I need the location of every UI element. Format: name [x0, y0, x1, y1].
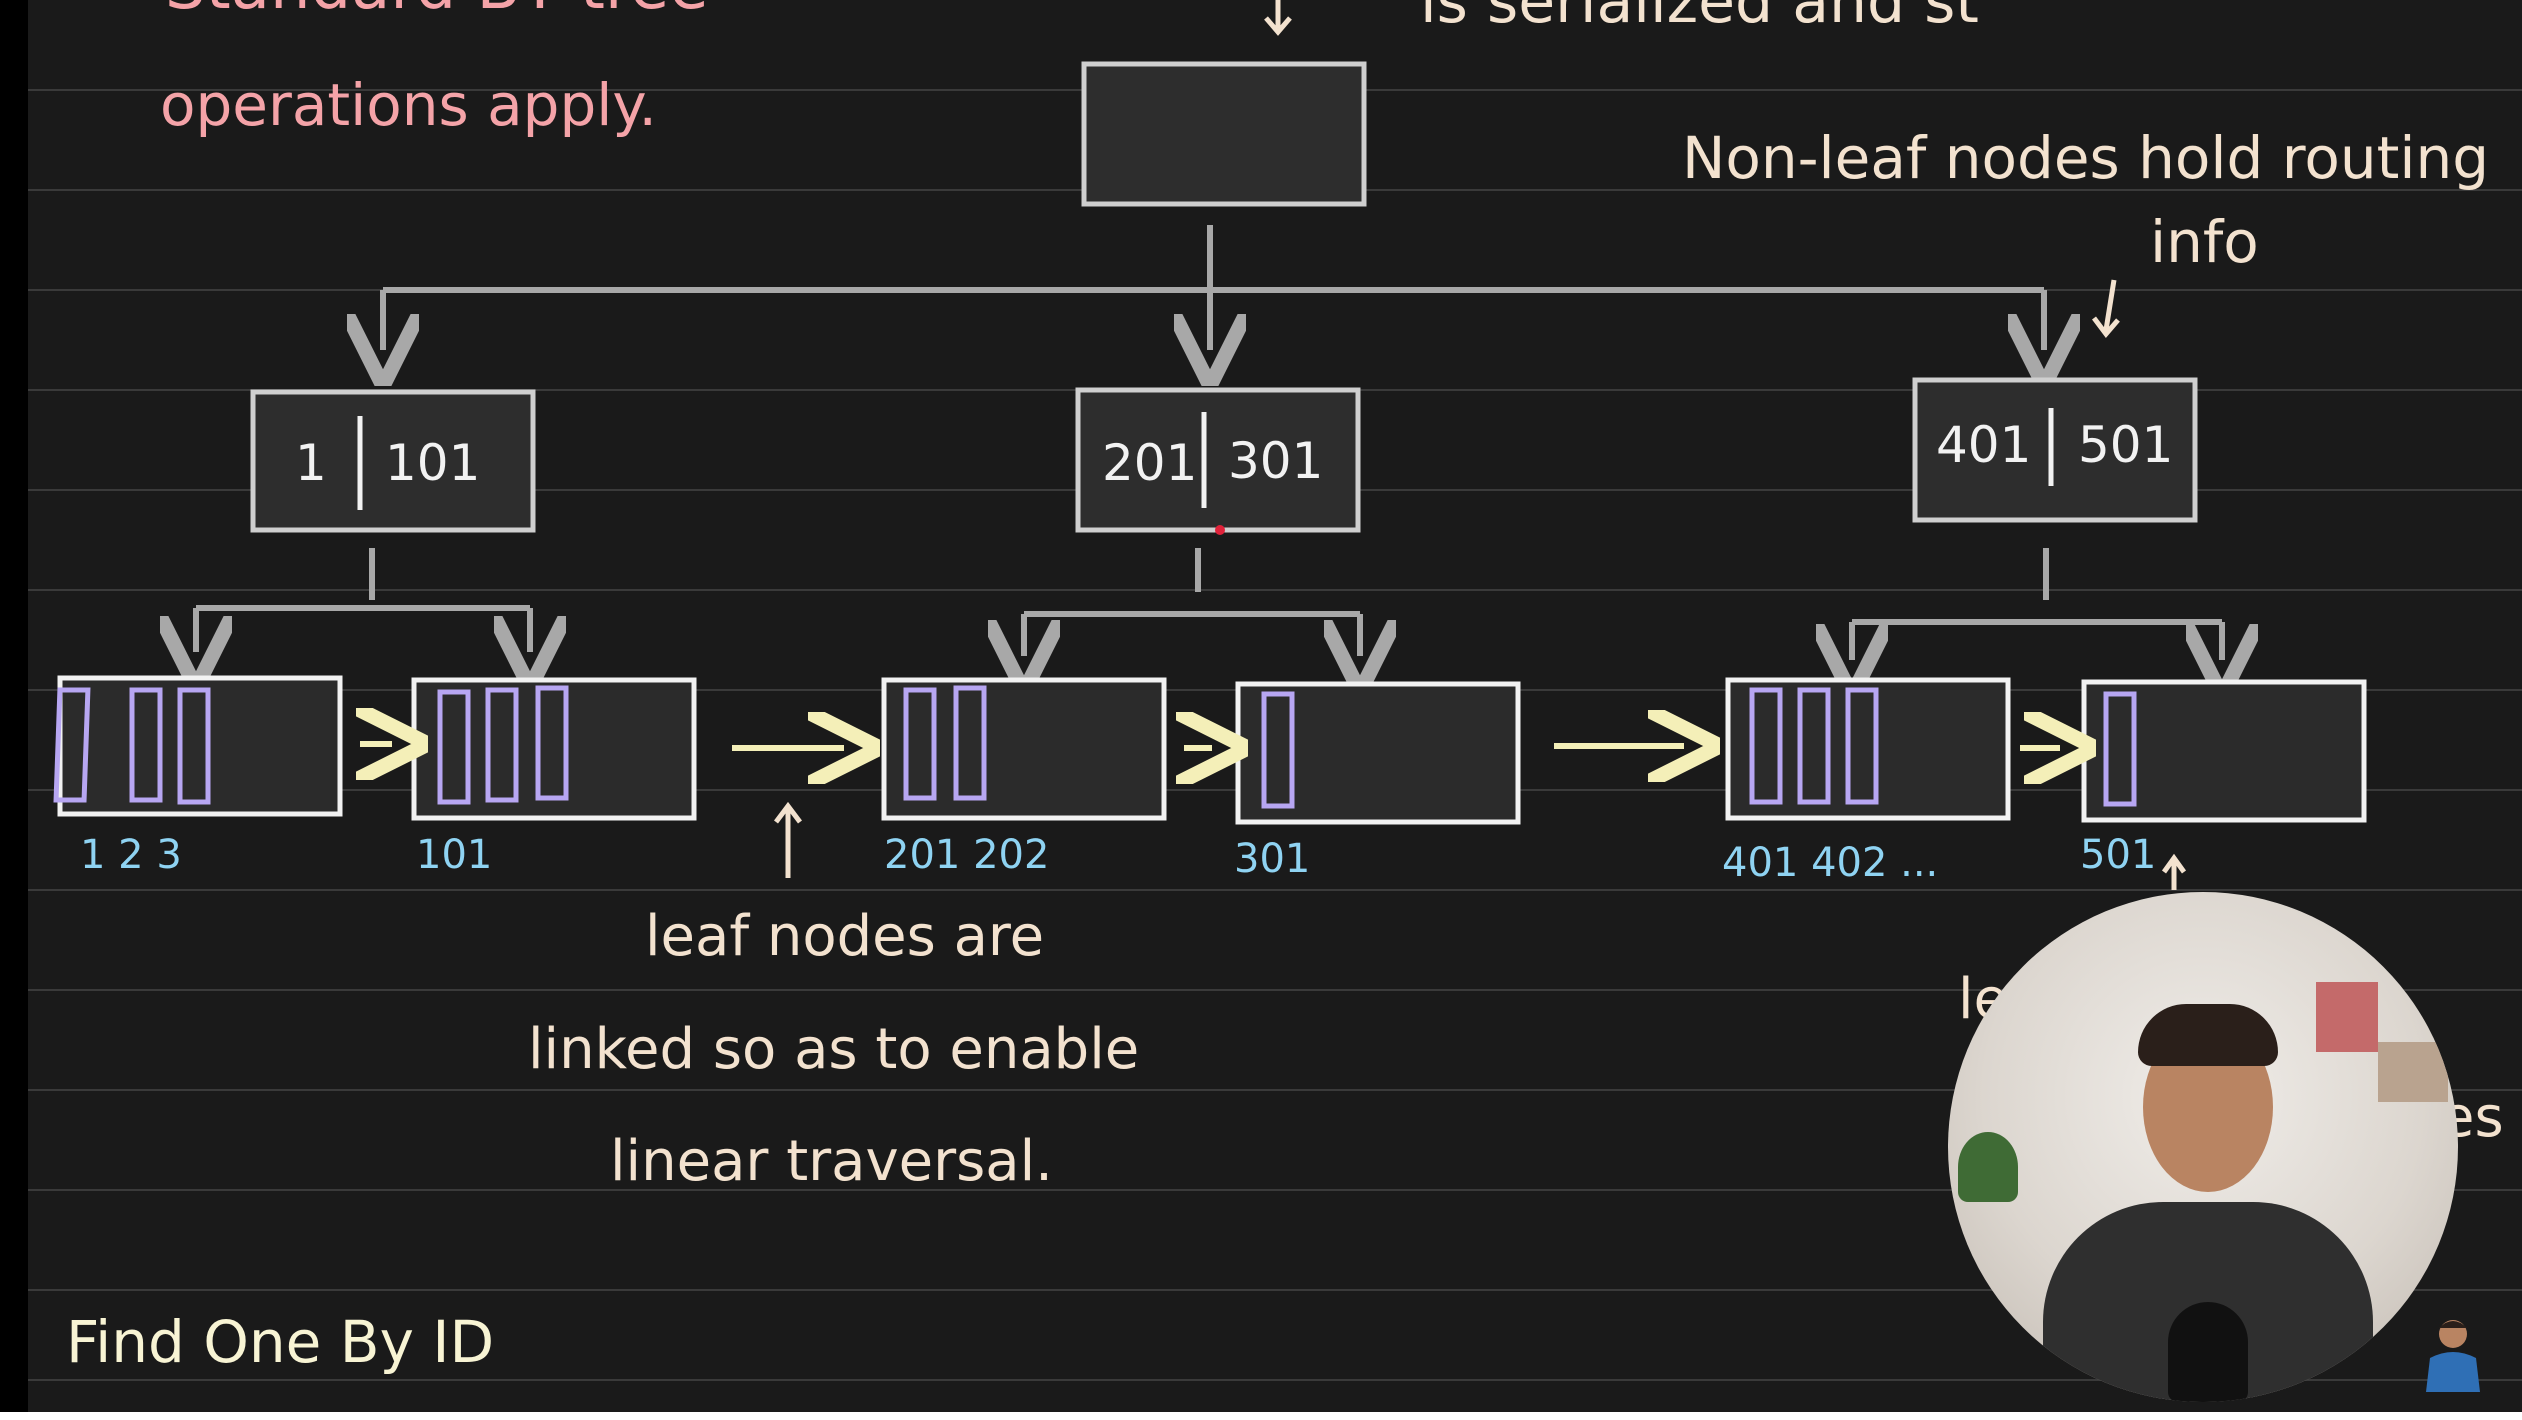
leaf-node-5: [1725, 677, 2011, 821]
leaf-label-4: 301: [1234, 836, 1310, 882]
top-left-text: operations apply.: [160, 71, 657, 139]
annotation-leaf-line1: leaf nodes are: [645, 904, 1044, 969]
leaf-label-6: 501: [2080, 832, 2156, 878]
leaf-connectors: [196, 548, 2222, 660]
left-border: [0, 0, 28, 1420]
top-arrow: [1264, 0, 1292, 36]
annotation-nonleaf-arrow: [2092, 279, 2120, 338]
internal-node-3-left-key: 401: [1936, 416, 2031, 474]
internal-node-2-left-key: 201: [1102, 434, 1197, 492]
internal-node-1-right-key: 101: [385, 434, 480, 492]
annotation-leaf-line2: linked so as to enable: [528, 1017, 1139, 1082]
root-connectors: [383, 225, 2044, 350]
webcam-plant: [1958, 1132, 2018, 1202]
internal-node-2-right-key: 301: [1228, 432, 1323, 490]
leaf-label-2: 101: [416, 832, 492, 878]
webcam-overlay: [1948, 892, 2458, 1402]
internal-node-3: 401 501: [1912, 377, 2198, 523]
top-left-partial-text: Standard BT tree: [165, 0, 709, 24]
internal-node-3-right-key: 501: [2078, 416, 2173, 474]
leaf-node-2: [411, 677, 697, 821]
leaf-annotation-arrow: [774, 801, 802, 878]
leaf-label-5: 401 402 ...: [1722, 840, 1938, 886]
leaf-node-4: [1235, 681, 1521, 825]
leaf-links: [360, 744, 2060, 748]
annotation-leaf-line3: linear traversal.: [610, 1129, 1053, 1194]
leaf-label-3: 201 202: [884, 832, 1049, 878]
webcam-wall-art-2: [2378, 1042, 2448, 1102]
root-node: [1081, 61, 1367, 207]
cursor-dot: [1215, 525, 1225, 535]
annotation-nonleaf-line1: Non-leaf nodes hold routing: [1682, 124, 2489, 192]
annotation-nonleaf-line2: info: [2150, 208, 2259, 276]
webcam-person-hair: [2138, 1004, 2278, 1066]
top-right-partial-text: is serialized and st: [1420, 0, 1979, 37]
leaf-node-6: [2081, 679, 2367, 823]
internal-node-1-left-key: 1: [295, 434, 327, 492]
internal-node-2: 201 301: [1075, 387, 1361, 535]
leaf-node-1: [53, 675, 343, 817]
webcam-microphone: [2168, 1302, 2248, 1402]
internal-node-1: 1 101: [250, 389, 536, 533]
leaf-node-3: [881, 677, 1167, 821]
bottom-strip: [0, 1412, 2522, 1420]
bottom-label: Find One By ID: [66, 1308, 494, 1376]
leaf-label-1: 1 2 3: [80, 832, 182, 878]
webcam-wall-art: [2316, 982, 2378, 1052]
right-annotation-arrow: [2161, 853, 2187, 890]
channel-avatar: [2426, 1320, 2480, 1392]
